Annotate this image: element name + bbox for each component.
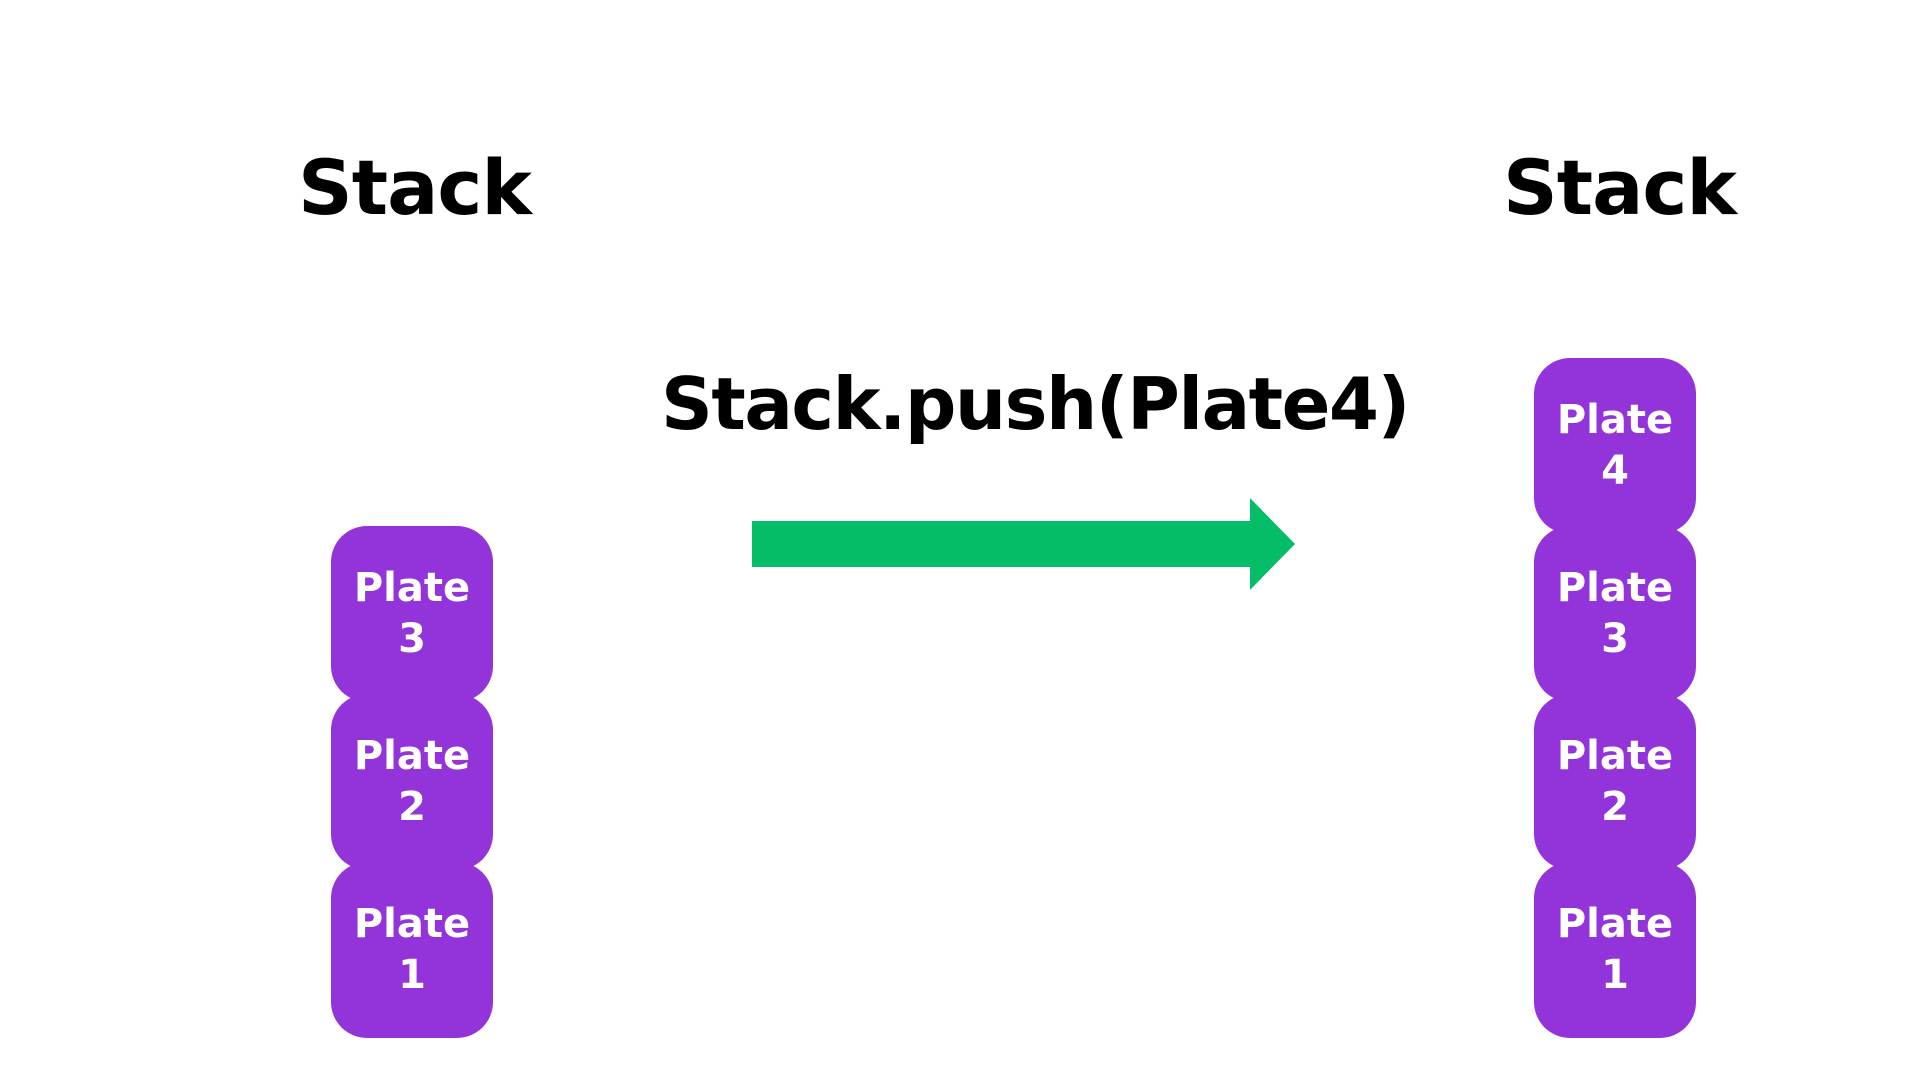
stack-before: Plate 3 Plate 2 Plate 1 [331, 526, 493, 1038]
stack-title-before: Stack [298, 143, 532, 232]
plate-number: 2 [1601, 784, 1629, 830]
plate-item: Plate 2 [331, 694, 493, 870]
plate-label: Plate [353, 900, 471, 947]
push-operation-label: Stack.push(Plate4) [661, 362, 1410, 446]
plate-label: Plate [1556, 732, 1674, 779]
right-arrow-icon [752, 498, 1295, 590]
plate-label: Plate [1556, 564, 1674, 611]
transition-arrow [752, 496, 1297, 592]
plate-number: 3 [398, 616, 426, 662]
plate-number: 1 [398, 952, 426, 998]
plate-item: Plate 2 [1534, 694, 1696, 870]
plate-number: 3 [1601, 616, 1629, 662]
plate-label: Plate [1556, 396, 1674, 443]
stack-title-after: Stack [1503, 143, 1737, 232]
plate-item: Plate 3 [1534, 526, 1696, 702]
plate-number: 1 [1601, 952, 1629, 998]
plate-label: Plate [353, 564, 471, 611]
plate-number: 2 [398, 784, 426, 830]
plate-item: Plate 1 [331, 862, 493, 1038]
plate-item: Plate 3 [331, 526, 493, 702]
plate-item: Plate 1 [1534, 862, 1696, 1038]
plate-label: Plate [1556, 900, 1674, 947]
plate-item: Plate 4 [1534, 358, 1696, 534]
plate-number: 4 [1601, 448, 1629, 494]
plate-label: Plate [353, 732, 471, 779]
stack-after: Plate 4 Plate 3 Plate 2 Plate 1 [1534, 358, 1696, 1038]
